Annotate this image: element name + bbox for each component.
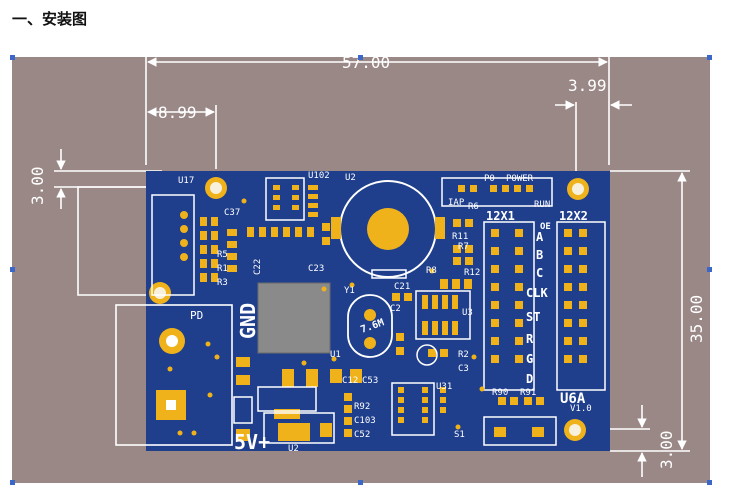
silk-p0: P0 bbox=[484, 174, 495, 184]
silk-c2: C2 bbox=[390, 304, 401, 314]
silk-power: POWER bbox=[506, 174, 534, 184]
silk-r6: R6 bbox=[468, 202, 479, 212]
silk-r8: R8 bbox=[426, 266, 437, 276]
silk-u6a: U6A bbox=[560, 391, 586, 407]
silk-r92: R92 bbox=[354, 402, 370, 412]
silk-pin-5: R bbox=[526, 332, 534, 346]
dim-top-offset: 3.00 bbox=[28, 166, 47, 205]
silk-pd: PD bbox=[190, 309, 203, 322]
silk-r1: R1 bbox=[217, 264, 228, 274]
silk-r2: R2 bbox=[458, 350, 469, 360]
mcu-chip bbox=[257, 282, 331, 354]
silk-c22: C22 bbox=[253, 259, 263, 275]
silk-pin-2: C bbox=[536, 266, 543, 280]
silk-gnd: GND bbox=[236, 303, 260, 339]
silk-c37: C37 bbox=[224, 208, 240, 218]
silk-run: RUN bbox=[534, 200, 550, 210]
resize-handle[interactable] bbox=[707, 480, 712, 485]
silk-y1: Y1 bbox=[344, 286, 355, 296]
hub12-connectors bbox=[483, 221, 606, 391]
silk-c21: C21 bbox=[394, 282, 410, 292]
dim-left-offset: 8.99 bbox=[158, 103, 197, 122]
silk-c52: C52 bbox=[354, 430, 370, 440]
silk-r12: R12 bbox=[464, 268, 480, 278]
silk-r5: R5 bbox=[217, 250, 228, 260]
silk-u3: U3 bbox=[462, 308, 473, 318]
dim-right-offset: 3.99 bbox=[568, 76, 607, 95]
resize-handle[interactable] bbox=[707, 55, 712, 60]
resize-handle[interactable] bbox=[10, 267, 15, 272]
silk-c12: C12 bbox=[342, 376, 358, 386]
pcb-drawing: 57.00 8.99 3.99 3.00 35.00 3.00 bbox=[28, 53, 706, 477]
silk-c53: C53 bbox=[362, 376, 378, 386]
silk-s1: S1 bbox=[454, 430, 465, 440]
silk-r11: R11 bbox=[452, 232, 468, 242]
dim-bottom-offset: 3.00 bbox=[657, 430, 676, 469]
resize-handle[interactable] bbox=[358, 55, 363, 60]
silk-pin-4: ST bbox=[526, 310, 540, 324]
silk-c103: C103 bbox=[354, 416, 376, 426]
mounting-holes bbox=[149, 177, 589, 441]
silk-u102: U102 bbox=[308, 171, 330, 181]
silk-pin-1: B bbox=[536, 248, 543, 262]
resize-handle[interactable] bbox=[10, 55, 15, 60]
silk-5v: 5V+ bbox=[234, 430, 270, 454]
silk-c23: C23 bbox=[308, 264, 324, 274]
silk-pin-3: CLK bbox=[526, 286, 548, 300]
silk-12x2: 12X2 bbox=[559, 209, 588, 223]
silk-u2: U2 bbox=[288, 444, 299, 454]
dim-board-height: 35.00 bbox=[687, 295, 706, 343]
silk-pin-6: G bbox=[526, 352, 533, 366]
silk-r91: R91 bbox=[520, 388, 536, 398]
silk-iap: IAP bbox=[448, 198, 465, 208]
silk-r3: R3 bbox=[217, 278, 228, 288]
silk-pin-0: A bbox=[536, 230, 544, 244]
installation-figure: 57.00 8.99 3.99 3.00 35.00 3.00 bbox=[10, 53, 712, 485]
silk-u17: U17 bbox=[178, 176, 194, 186]
dimension-lines bbox=[54, 57, 690, 477]
section-heading: 一、安装图 bbox=[12, 10, 88, 28]
resize-handle[interactable] bbox=[10, 480, 15, 485]
silk-ver: V1.0 bbox=[570, 404, 592, 414]
silk-r90: R90 bbox=[492, 388, 508, 398]
resize-handle[interactable] bbox=[707, 267, 712, 272]
silk-u1: U1 bbox=[330, 350, 341, 360]
silk-oe: OE bbox=[540, 222, 551, 232]
silk-pin-7: D bbox=[526, 372, 533, 386]
silk-u2-top: U2 bbox=[345, 173, 356, 183]
silk-r7: R7 bbox=[458, 242, 469, 252]
power-jack-outline bbox=[115, 304, 233, 446]
resistor-pads bbox=[200, 217, 330, 282]
silk-12x1: 12X1 bbox=[486, 209, 515, 223]
dim-overall-width: 57.00 bbox=[342, 57, 390, 72]
silk-u31: U31 bbox=[436, 382, 452, 392]
silk-c3: C3 bbox=[458, 364, 469, 374]
resize-handle[interactable] bbox=[358, 480, 363, 485]
